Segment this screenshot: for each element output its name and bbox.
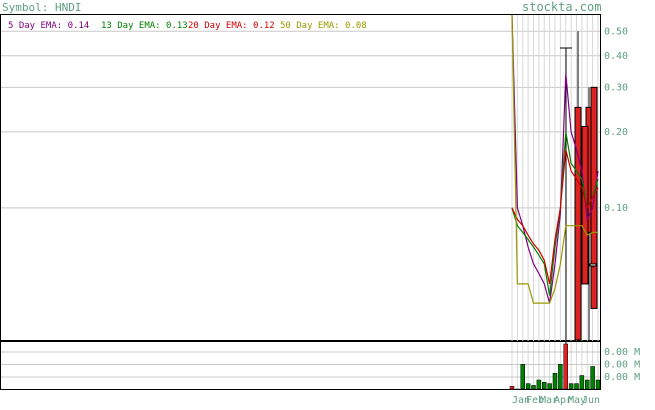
candles xyxy=(574,31,598,341)
volume-tick-label: 0.00 M xyxy=(604,372,640,383)
price-axis: 0.50 0.40 0.30 0.20 0.10 xyxy=(604,26,628,214)
volume-bar xyxy=(547,383,552,390)
volume-bar xyxy=(525,383,531,390)
price-tick-label: 0.30 xyxy=(604,82,628,93)
volume-bar xyxy=(585,379,590,390)
date-tick-label: Apr xyxy=(554,395,572,406)
volume-panel-border xyxy=(0,341,601,390)
watermark: stockta.com xyxy=(522,0,601,14)
volume-bar xyxy=(515,388,520,390)
ema-line-13-day-ema xyxy=(511,131,599,296)
volume-bar xyxy=(568,383,574,390)
ema-line-20-day-ema xyxy=(511,149,599,285)
legend-20-day-ema: 20 Day EMA: 0.12 xyxy=(188,21,275,31)
volume-bar xyxy=(531,385,536,390)
ema-lines xyxy=(511,14,599,304)
volume-bars xyxy=(509,343,601,390)
volume-bar xyxy=(536,379,542,390)
symbol-label: Symbol: HNDI xyxy=(2,1,81,14)
volume-bar xyxy=(574,383,579,390)
volume-bar xyxy=(590,366,595,390)
volume-bar xyxy=(520,364,525,390)
price-tick-label: 0.40 xyxy=(604,51,628,62)
date-tick-label: May xyxy=(568,395,586,406)
date-tick-label: Feb xyxy=(526,395,544,406)
volume-bar xyxy=(579,375,585,390)
date-tick-label: Mar xyxy=(540,395,558,406)
volume-tick-label: 0.00 M xyxy=(604,347,640,358)
price-gridlines xyxy=(1,30,600,209)
price-tick-label: 0.10 xyxy=(604,203,628,214)
volume-bar xyxy=(509,386,515,390)
candle-body xyxy=(574,106,582,341)
price-tick-label: 0.20 xyxy=(604,127,628,138)
volume-bar xyxy=(558,364,563,390)
volume-bar xyxy=(563,343,568,390)
volume-bar xyxy=(552,373,558,390)
date-tick-label: Jan xyxy=(512,395,530,406)
legend-50-day-ema: 50 Day EMA: 0.08 xyxy=(280,21,367,31)
legend-13-day-ema: 13 Day EMA: 0.13 xyxy=(101,21,188,31)
date-tick-label: Jun xyxy=(582,395,600,406)
price-panel-border xyxy=(0,14,601,341)
volume-bar xyxy=(595,379,601,390)
candle-body xyxy=(589,263,597,267)
volume-gridlines xyxy=(1,351,600,378)
price-tick-label: 0.50 xyxy=(604,26,628,37)
ema-line-50-day-ema xyxy=(511,14,598,304)
volume-axis: 0.00 M0.00 M0.00 M xyxy=(604,347,640,383)
legend-5-day-ema: 5 Day EMA: 0.14 xyxy=(8,21,89,31)
volume-tick-label: 0.00 M xyxy=(604,360,640,371)
volume-bar xyxy=(542,382,547,390)
